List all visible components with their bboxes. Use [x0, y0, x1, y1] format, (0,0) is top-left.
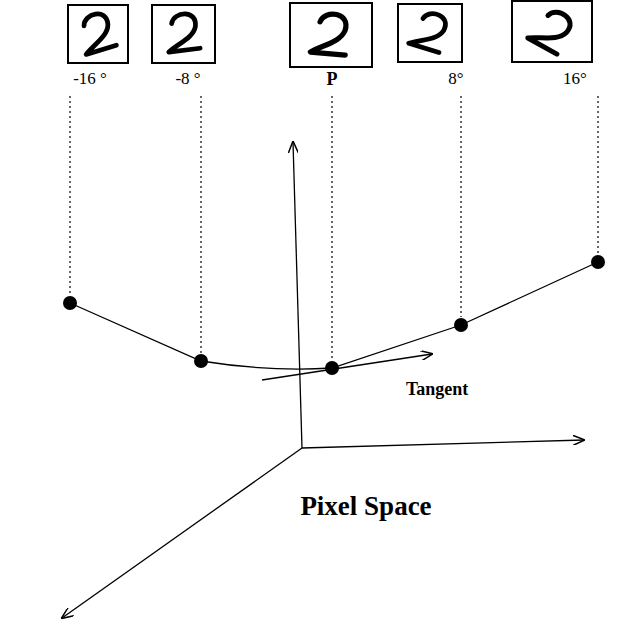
- angle-label: -8 °: [175, 70, 200, 89]
- digit-images: [68, 1, 592, 67]
- tangent-arrow: [262, 354, 432, 380]
- angle-label: -16 °: [73, 70, 107, 89]
- digit-two: [80, 6, 579, 60]
- angle-label: 8°: [448, 70, 463, 89]
- angle-label: 16°: [563, 70, 587, 89]
- tangent-label: Tangent: [406, 380, 468, 400]
- curve-points: [63, 255, 605, 375]
- manifold-curve: [70, 262, 598, 369]
- point-label: P: [327, 70, 338, 90]
- axis-title: Pixel Space: [300, 492, 431, 522]
- projection-lines: [70, 96, 598, 360]
- axes: [62, 142, 584, 618]
